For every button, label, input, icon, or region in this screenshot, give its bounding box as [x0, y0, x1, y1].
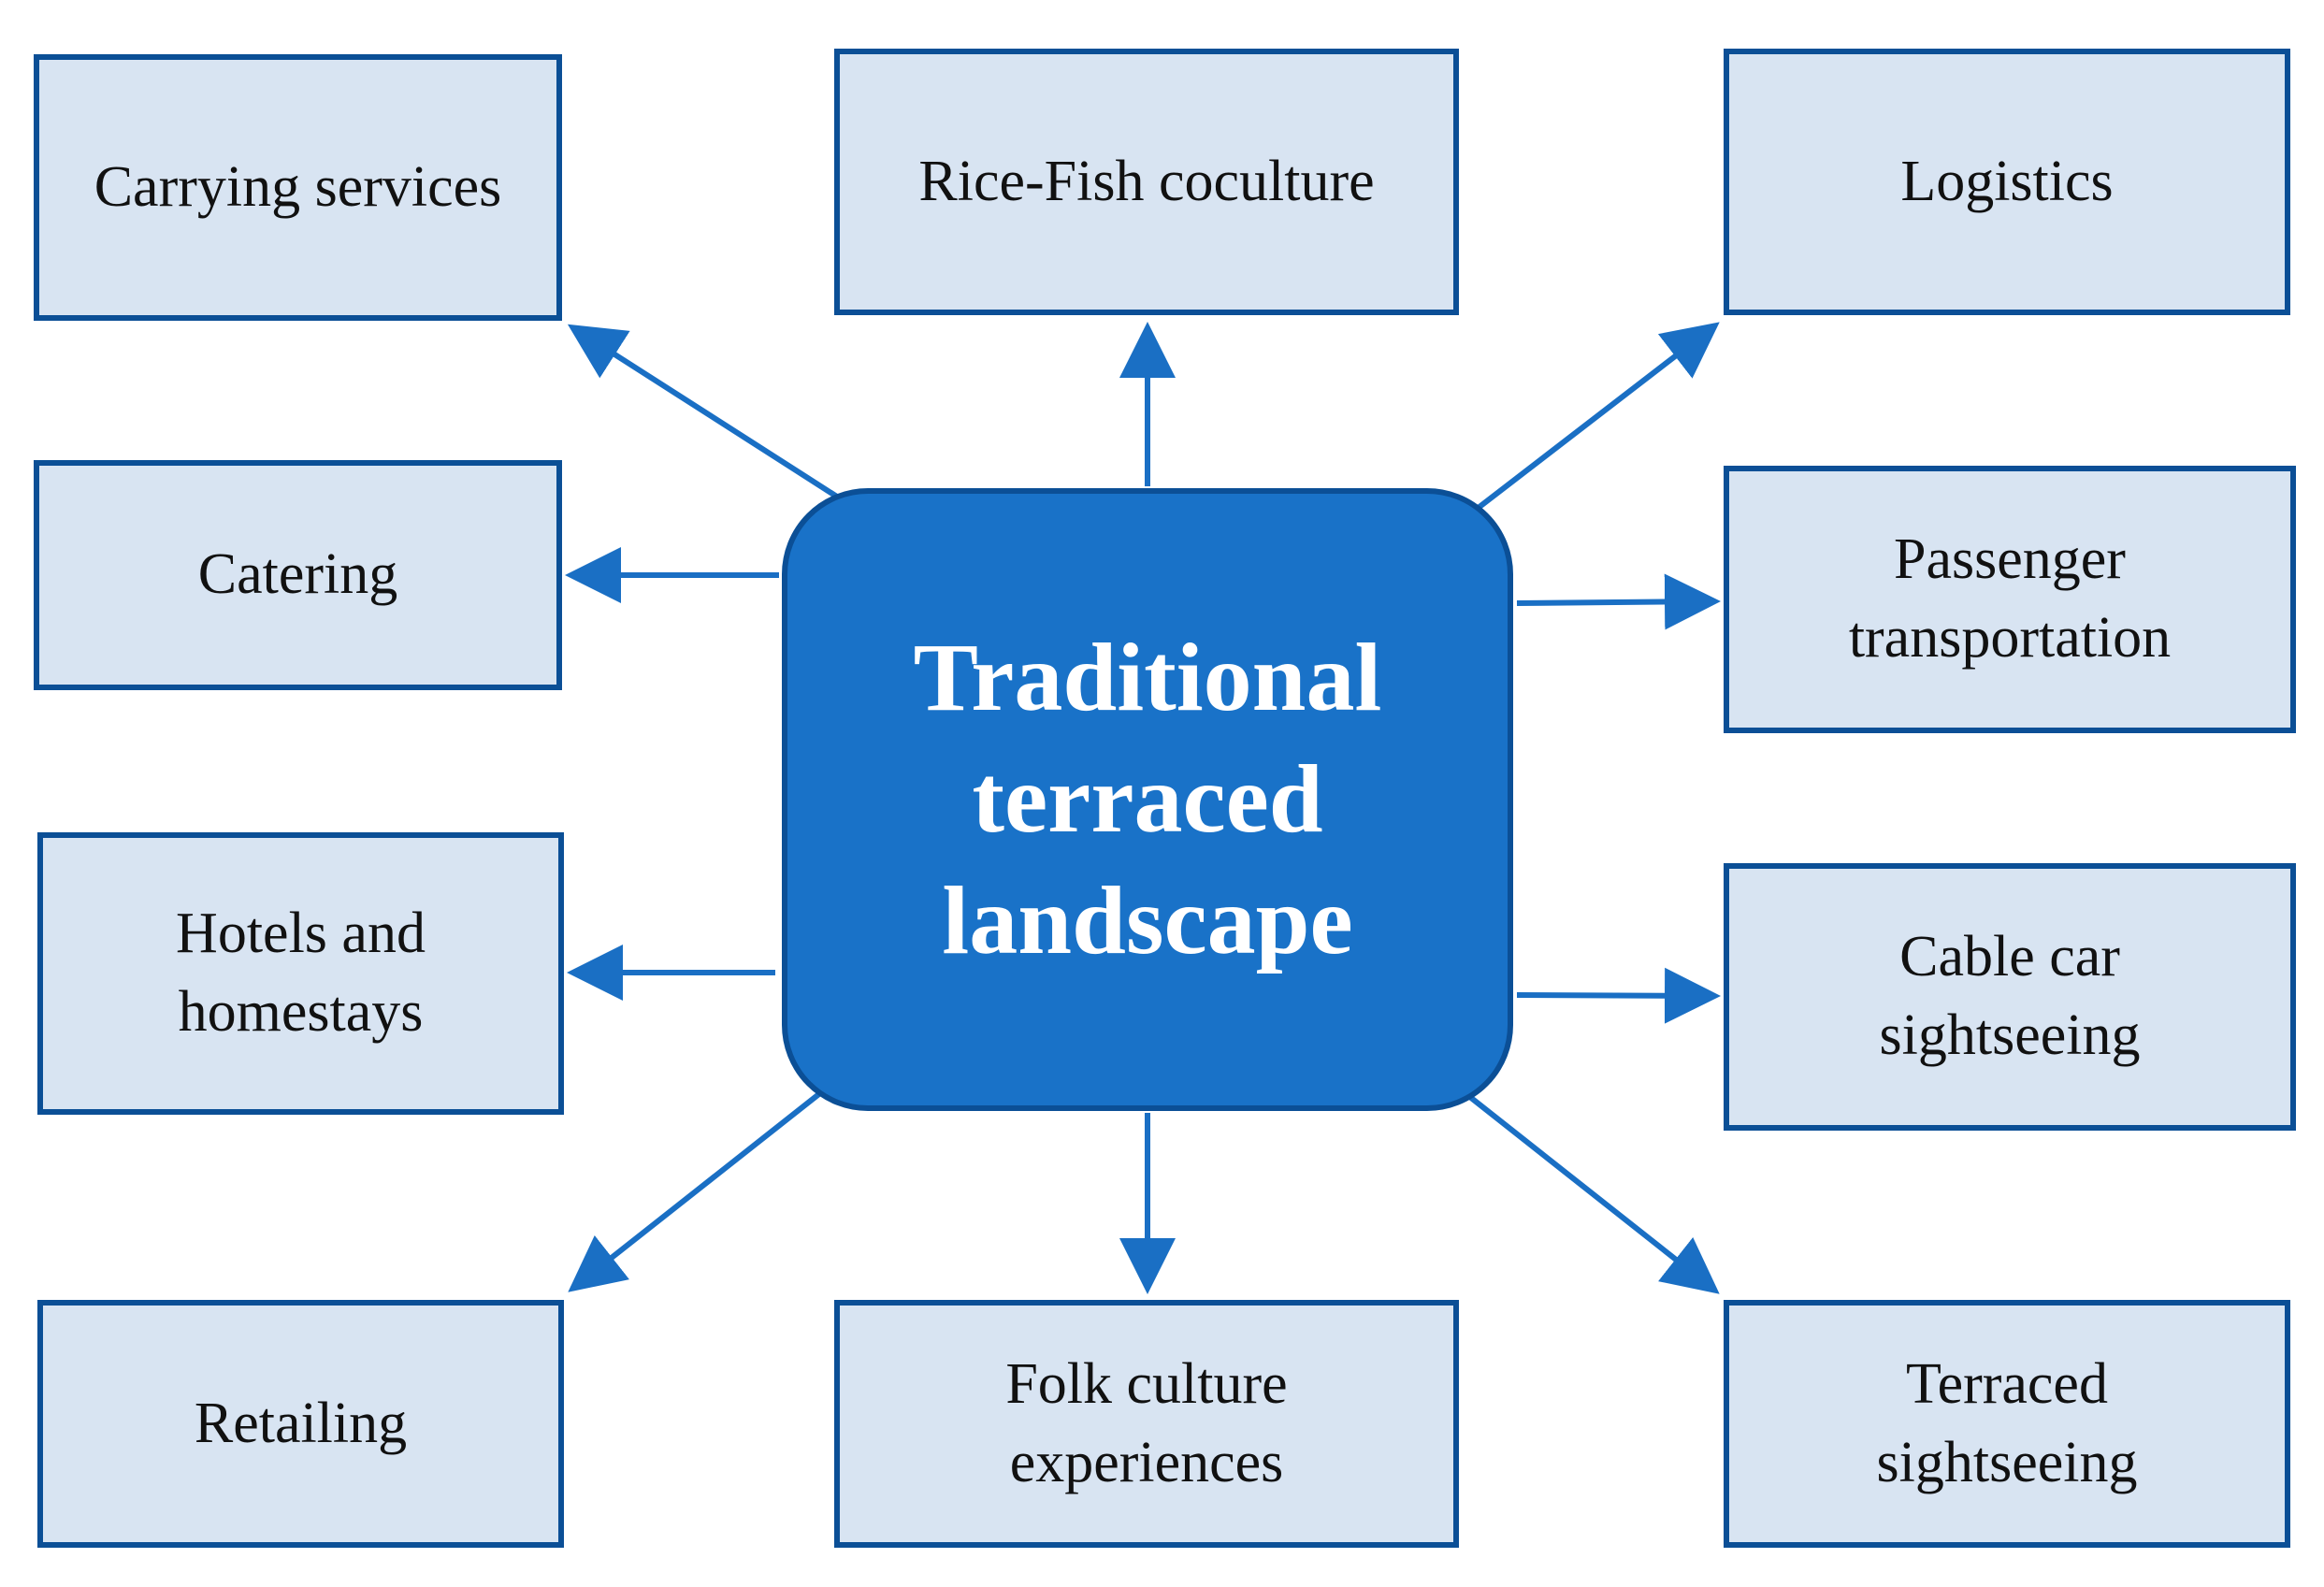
node-logistics: Logistics — [1724, 49, 2290, 315]
arrow-to-retailing — [568, 1087, 827, 1292]
node-rice-fish-coculture: Rice-Fish coculture — [834, 49, 1459, 315]
node-hotels-and-homestays: Hotels and homestays — [37, 832, 564, 1115]
node-label: Logistics — [1900, 149, 2114, 213]
node-label: Passenger transportation — [1848, 527, 2172, 670]
node-passenger-transportation: Passenger transportation — [1724, 466, 2296, 733]
node-label: Hotels and homestays — [176, 902, 426, 1044]
node-label: Catering — [197, 542, 398, 607]
node-label: Terraced sightseeing — [1876, 1351, 2138, 1494]
node-carrying-services: Carrying services — [34, 54, 562, 321]
node-label: Retailing — [194, 1391, 408, 1455]
arrow-to-cable-car — [1516, 967, 1721, 1024]
node-label: Carrying services — [94, 154, 502, 219]
node-label: Cable car sightseeing — [1879, 925, 2141, 1067]
arrow-to-carrying — [567, 324, 842, 501]
node-label: Rice-Fish coculture — [918, 149, 1375, 213]
arrow-to-passenger — [1516, 573, 1721, 630]
node-terraced-sightseeing: Terraced sightseeing — [1724, 1300, 2290, 1548]
node-label: Folk culture experiences — [1005, 1351, 1288, 1494]
node-retailing: Retailing — [37, 1300, 564, 1548]
node-folk-culture-experiences: Folk culture experiences — [834, 1300, 1459, 1548]
center-label: Traditional terraced landscape — [913, 624, 1382, 974]
arrow-to-terraced — [1465, 1091, 1720, 1294]
arrow-to-logistics — [1474, 322, 1720, 512]
node-cable-car-sightseeing: Cable car sightseeing — [1724, 863, 2296, 1131]
node-catering: Catering — [34, 460, 562, 690]
center-node-traditional-terraced-landscape: Traditional terraced landscape — [782, 488, 1513, 1111]
